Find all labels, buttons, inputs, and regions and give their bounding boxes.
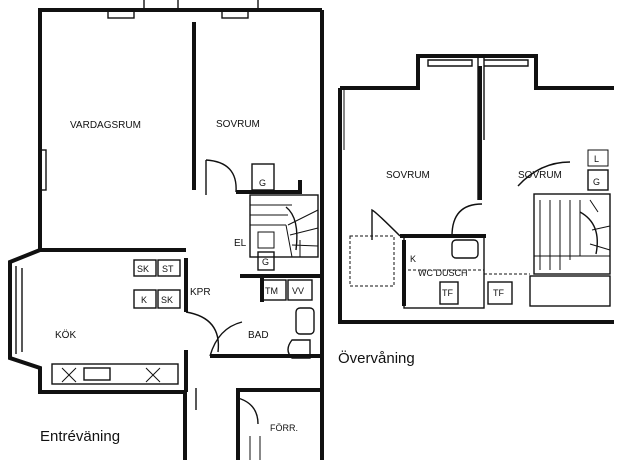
upper-stairs [533, 193, 611, 275]
wardrobe-box [251, 163, 275, 191]
window-jambs-top [143, 0, 259, 10]
kitchen-door-swing [185, 311, 220, 353]
cabinet-st-box [157, 259, 181, 277]
upper-floor-caption: Övervåning [338, 349, 415, 367]
shower-dashed [408, 269, 530, 275]
upper-wardrobe-k-area [349, 235, 395, 287]
upper-wardrobe-k-label: K [410, 254, 416, 264]
bath-washbasin [295, 307, 315, 335]
bedroom-label: SOVRUM [216, 119, 260, 130]
bedroom-door-swing [205, 159, 237, 195]
upper-cabinet-row [529, 275, 611, 307]
ground-stair-treads [250, 204, 319, 258]
cabinet-sk-box [133, 259, 157, 277]
upper-linen-label: L [594, 154, 599, 164]
upper-bedroom-left-label: SOVRUM [386, 170, 430, 181]
entry-door [195, 388, 259, 425]
wc-shower-label: WC DUSCH [418, 268, 468, 278]
entry-threshold [249, 436, 261, 460]
bedroom-window-top [221, 9, 249, 19]
dryer1-label: TF [442, 288, 453, 298]
dishwasher-label: TM [265, 286, 278, 296]
wall-entry [236, 388, 320, 460]
cabinet-sk2-box [157, 289, 181, 309]
tf1-box [439, 281, 459, 305]
wardrobe-label: G [259, 178, 266, 188]
living-window-top [107, 9, 135, 19]
cabinet-k-box [133, 289, 157, 309]
upper-wardrobe-label: G [593, 177, 600, 187]
bathroom-label: BAD [248, 330, 269, 341]
kitchen-bay-window [15, 266, 23, 354]
upper-door-right [451, 203, 483, 237]
dishwasher-box [261, 279, 287, 301]
wc-shower-room [403, 235, 485, 309]
stove-cross [61, 367, 161, 383]
living-window-left [39, 149, 47, 191]
cabinet-sk-label: SK [137, 264, 149, 274]
wardrobe2-label: G [262, 257, 269, 267]
upper-stair-treads [534, 199, 611, 270]
upper-linen-box [587, 149, 609, 167]
entry-label: FÖRR. [270, 423, 298, 433]
ground-stair-curve [285, 206, 298, 251]
wall-bedroom-bottom [236, 180, 302, 194]
electric-box [257, 231, 275, 249]
upper-door-left [371, 208, 401, 240]
kitchen-label: KÖK [55, 329, 76, 341]
kitchen-counter [51, 363, 179, 385]
ground-stairs [249, 194, 319, 258]
ground-floor-plan [8, 0, 324, 460]
upper-bedroom-right-label: SOVRUM [518, 170, 562, 181]
bath-door-swing [209, 321, 243, 357]
dryer2-label: TF [493, 288, 504, 298]
water-heater-box [287, 279, 313, 301]
wc-washbasin [451, 239, 479, 259]
upper-dormer-windows [427, 56, 529, 200]
upper-wardrobe-box [587, 169, 609, 191]
electric-label: EL [234, 238, 247, 249]
kitchen-sink [83, 367, 111, 381]
wardrobe2-box [257, 251, 275, 271]
ground-outer-wall [8, 8, 324, 460]
ground-floor-caption: Entréväning [40, 428, 120, 445]
tf2-box [487, 281, 513, 305]
upper-stair-curve [579, 211, 598, 255]
cabinet-k-label: K [141, 295, 147, 305]
cabinet-st-label: ST [162, 264, 174, 274]
cabinet-sk2-label: SK [161, 295, 173, 305]
water-heater-label: VV [292, 286, 304, 296]
hall-label: KPR [190, 287, 211, 298]
upper-outer-wall [338, 54, 614, 324]
upper-door-right2 [517, 161, 571, 187]
living-room-label: VARDAGSRUM [70, 120, 141, 131]
upper-floor-plan [338, 54, 614, 324]
